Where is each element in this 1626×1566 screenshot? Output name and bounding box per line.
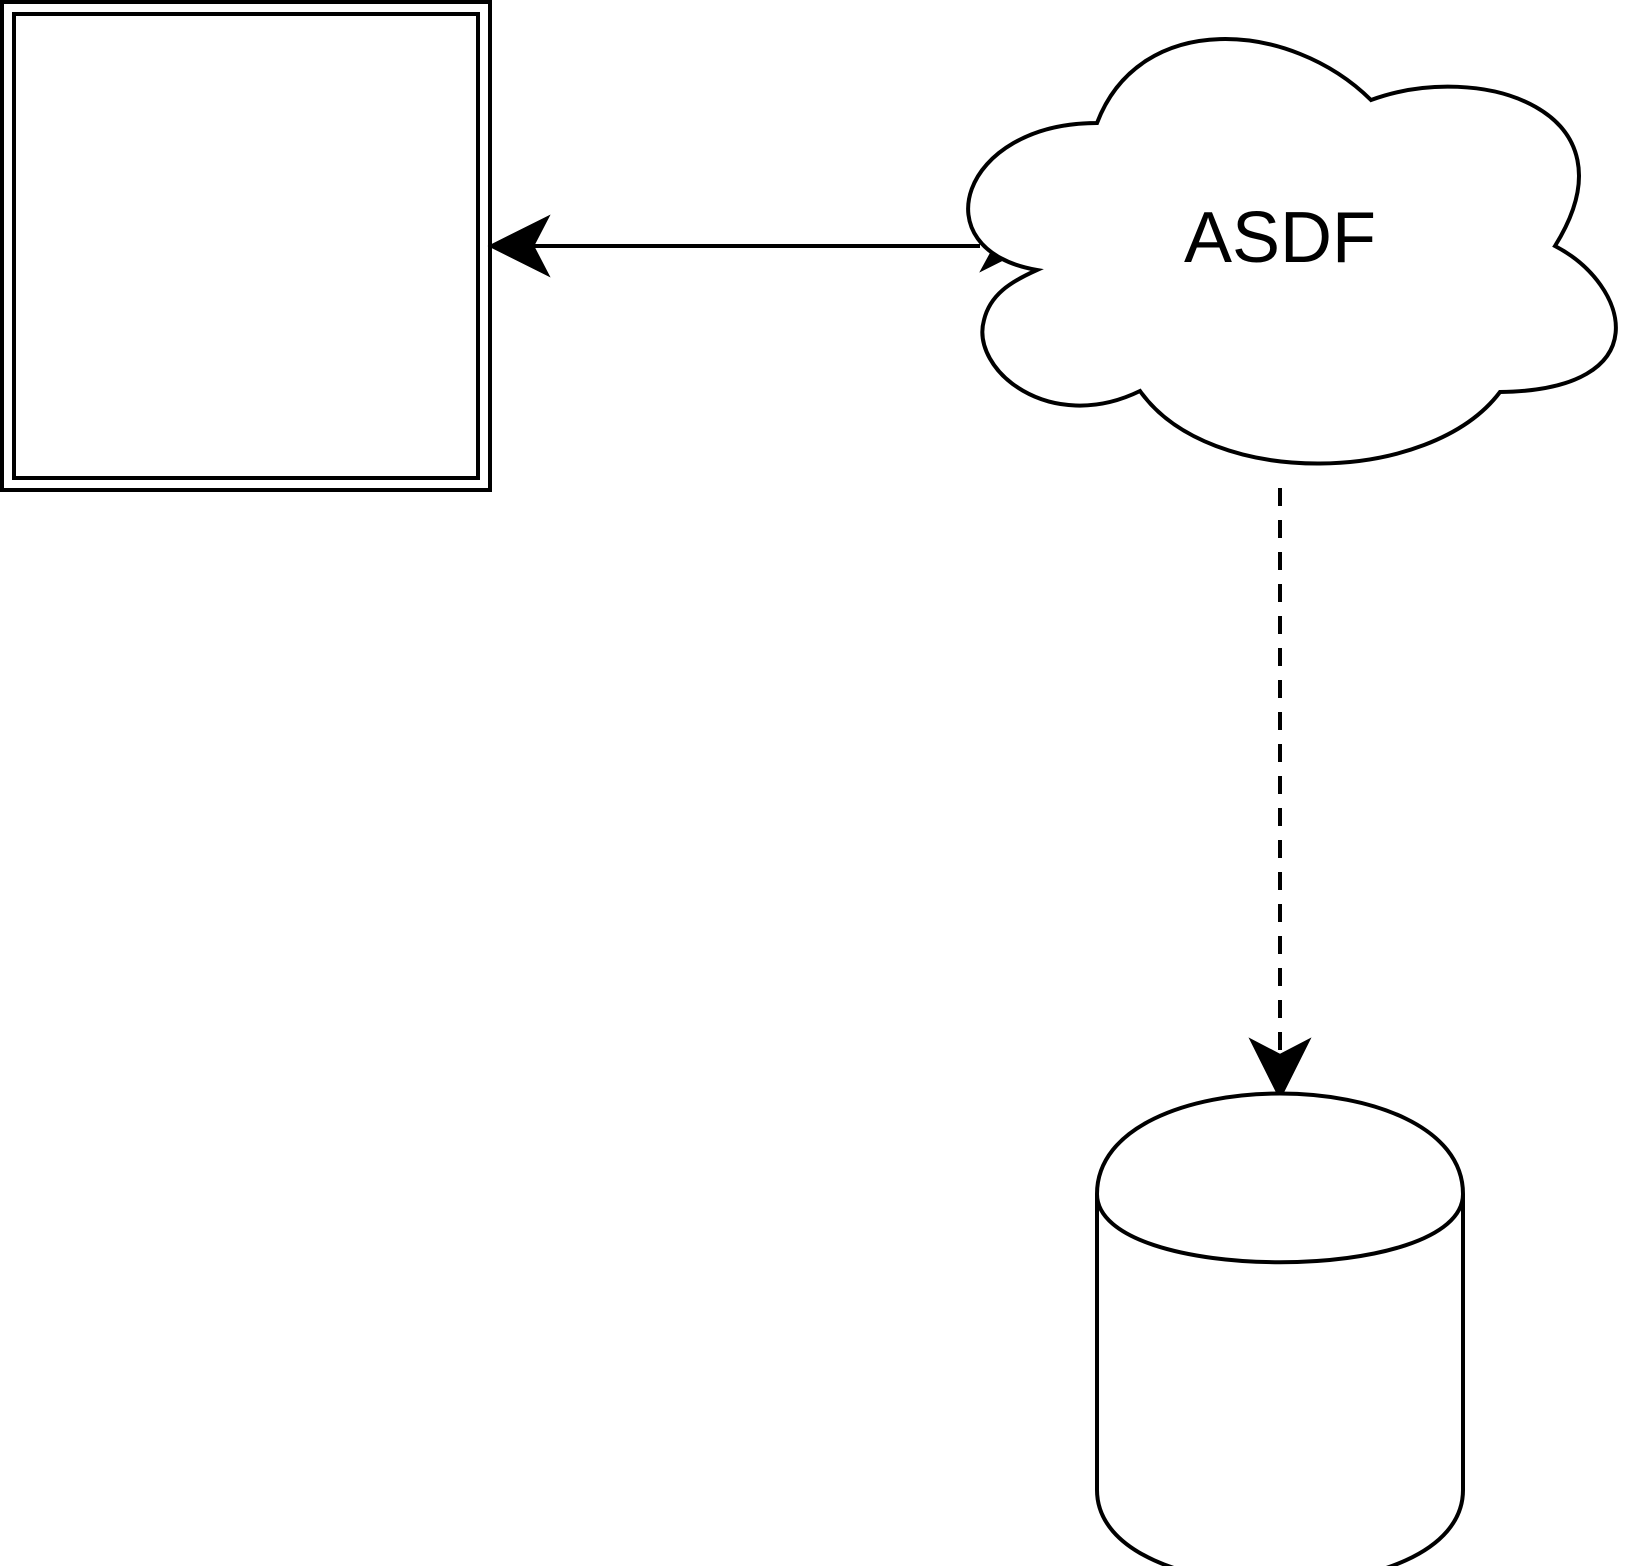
database-node[interactable] (1095, 1091, 1465, 1566)
arrowhead-left-icon (487, 214, 551, 278)
double-rectangle-node[interactable] (0, 0, 492, 492)
cloud-shape (966, 37, 1618, 466)
bidirectional-connector[interactable] (487, 214, 1003, 278)
cloud-node[interactable]: ASDF (966, 37, 1618, 466)
database-cylinder-top-rim (1095, 1193, 1465, 1265)
arrowhead-down-icon (1248, 1037, 1312, 1101)
double-rectangle-inner-border (12, 12, 480, 480)
dashed-connector[interactable] (1248, 488, 1312, 1101)
database-cylinder-body (1095, 1091, 1465, 1566)
cloud-label: ASDF (1184, 198, 1376, 278)
